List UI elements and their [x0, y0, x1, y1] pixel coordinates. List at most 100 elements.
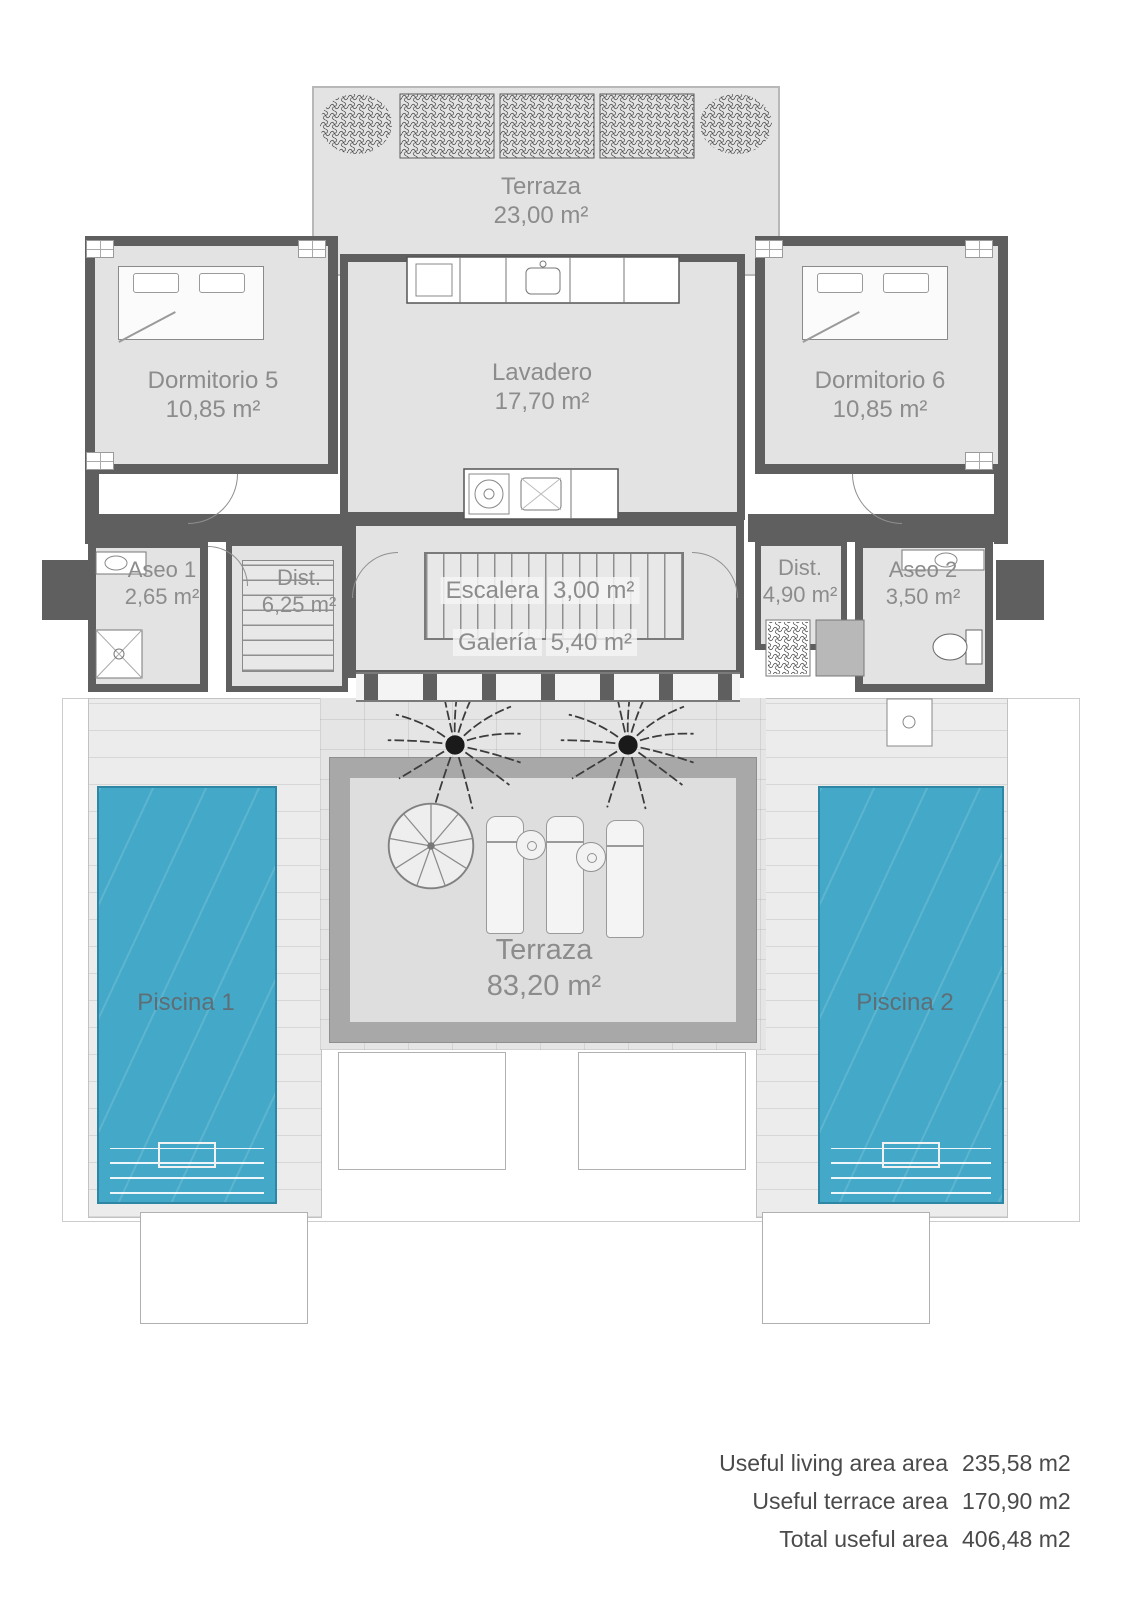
pool-steps: [830, 1148, 992, 1194]
wall: [996, 560, 1044, 620]
room-label-aseo2: Aseo 2 3,50 m²: [886, 556, 961, 610]
lounger-pillow-line: [487, 841, 523, 843]
room-area: 10,85 m²: [832, 396, 928, 423]
column: [482, 674, 496, 700]
room-name: Terraza: [500, 173, 582, 200]
sun-lounger: [486, 816, 524, 934]
column-marker: [86, 240, 114, 258]
room-name: Dormitorio 6: [814, 367, 946, 394]
room-label-aseo1: Aseo 1 2,65 m²: [125, 556, 200, 610]
bed: [118, 266, 264, 342]
pool-piscina2: [818, 786, 1004, 1204]
summary-value: 235,58 m2: [962, 1450, 1071, 1476]
room-name: Lavadero: [491, 359, 593, 386]
room-area: 2,65 m²: [124, 584, 200, 609]
blanket-fold: [118, 310, 176, 342]
column: [600, 674, 614, 700]
room-area: 17,70 m²: [494, 388, 590, 415]
column-marker: [86, 452, 114, 470]
summary-value: 170,90 m2: [962, 1488, 1071, 1514]
room-name: Escalera: [440, 577, 544, 604]
gallery-colonnade: [356, 672, 740, 702]
wall: [748, 514, 1008, 542]
blanket-fold: [802, 310, 860, 342]
pool-ladder: [882, 1142, 940, 1168]
pool-steps: [109, 1148, 265, 1194]
column-marker: [755, 240, 783, 258]
room-area: 4,90 m²: [762, 582, 838, 607]
palm-tree: [560, 677, 694, 810]
pool-piscina1: [97, 786, 277, 1204]
wall: [42, 560, 88, 620]
side-table: [516, 830, 546, 860]
room-area: 83,20 m²: [486, 970, 602, 1002]
column: [659, 674, 673, 700]
terrace-slab: [329, 757, 757, 1043]
summary-label: Total useful area: [779, 1526, 948, 1552]
room-name: Piscina 1: [137, 989, 235, 1016]
dist2-fixtures: [765, 619, 865, 677]
lounger-pillow-line: [607, 845, 643, 847]
room-label-piscina1: Piscina 1: [137, 988, 234, 1017]
room-name: Aseo 1: [127, 557, 197, 582]
column: [423, 674, 437, 700]
room-name: Galería: [452, 629, 542, 656]
bed: [802, 266, 948, 342]
room-label-terraza-top: Terraza 23,00 m²: [494, 172, 589, 230]
lower-structure: [338, 1052, 506, 1170]
pillow: [817, 273, 863, 293]
pool-ladder: [158, 1142, 216, 1168]
room-name: Piscina 2: [856, 989, 954, 1016]
kitchen-counter: [406, 256, 680, 304]
room-label-dist1: Dist. 6,25 m²: [262, 564, 337, 618]
room-name: Dormitorio 5: [147, 367, 279, 394]
room-name: Aseo 2: [888, 557, 958, 582]
aseo1-fixtures: [95, 551, 147, 679]
summary-label: Useful terrace area: [752, 1488, 948, 1514]
room-area: 5,40 m²: [545, 629, 638, 656]
room-label-piscina2: Piscina 2: [856, 988, 953, 1017]
room-label-dist2: Dist. 4,90 m²: [763, 554, 838, 608]
wall: [85, 514, 348, 542]
aseo2-fixtures: [901, 549, 985, 665]
secondary-stairs: [242, 560, 334, 672]
side-table: [576, 842, 606, 872]
column: [541, 674, 555, 700]
room-area: 3,50 m²: [885, 584, 961, 609]
pillow: [883, 273, 929, 293]
column: [364, 674, 378, 700]
lounger-pillow-line: [547, 841, 583, 843]
sun-lounger: [606, 820, 644, 938]
summary-value: 406,48 m2: [962, 1526, 1071, 1552]
wall: [994, 470, 1008, 544]
room-area: 23,00 m²: [493, 202, 589, 229]
planter-plants: [320, 93, 772, 159]
room-area: 3,00 m²: [548, 577, 640, 604]
room-name: Dist.: [277, 565, 321, 590]
shower-tray: [886, 698, 933, 747]
column-marker: [965, 240, 993, 258]
room-area: 6,25 m²: [261, 592, 337, 617]
column-marker: [298, 240, 326, 258]
room-label-lavadero: Lavadero 17,70 m²: [492, 358, 592, 416]
lower-structure: [762, 1212, 930, 1324]
room-label-dormitorio5: Dormitorio 5 10,85 m²: [148, 366, 279, 424]
lower-structure: [140, 1212, 308, 1324]
room-area: 10,85 m²: [165, 396, 261, 423]
summary-label: Useful living area area: [719, 1450, 948, 1476]
parasol-table: [387, 802, 475, 890]
room-label-dormitorio6: Dormitorio 6 10,85 m²: [815, 366, 946, 424]
room-name: Dist.: [778, 555, 822, 580]
lower-structure: [578, 1052, 746, 1170]
area-summary: Useful living area area 235,58 m2 Useful…: [719, 1444, 1080, 1558]
laundry-island: [463, 468, 619, 520]
column-marker: [965, 452, 993, 470]
room-label-terraza-main: Terraza 83,20 m²: [487, 932, 601, 1004]
wall: [85, 470, 99, 544]
pillow: [199, 273, 245, 293]
pillow: [133, 273, 179, 293]
column: [718, 674, 732, 700]
